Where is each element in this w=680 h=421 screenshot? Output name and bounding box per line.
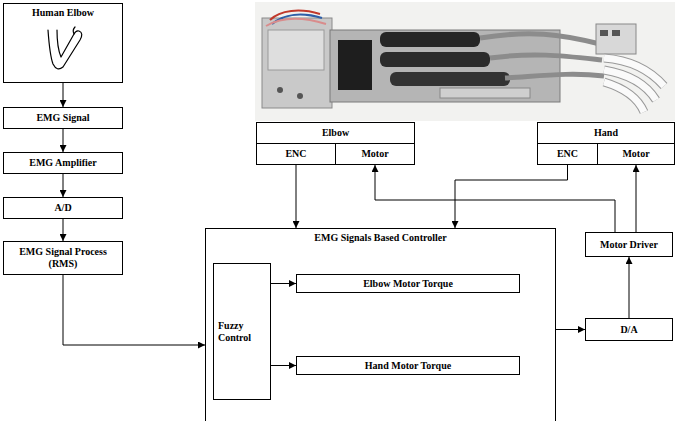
pin: [600, 30, 608, 36]
connector-arrow: [63, 275, 205, 345]
process-box: EMG Signal Process (RMS): [3, 241, 123, 275]
pin: [612, 30, 620, 36]
wire-pink: [266, 19, 326, 26]
text-wrap: EMG Signals Based Controller: [206, 232, 555, 244]
connector-arrow: [375, 165, 615, 232]
box-label: Elbow Motor Torque: [301, 278, 515, 290]
motor-box: Motor: [335, 143, 415, 165]
text-wrap: D/A: [586, 324, 672, 336]
bracket-plate: [268, 30, 324, 70]
box-label: EMG Amplifier: [8, 157, 118, 169]
hose: [505, 74, 604, 78]
text-wrap: Motor Driver: [586, 239, 672, 251]
torque-box: Elbow Motor Torque: [296, 274, 520, 293]
connector-arrow: [556, 329, 585, 330]
box-label: EMG Signal Process (RMS): [8, 246, 118, 270]
box-label: A/D: [8, 202, 118, 214]
text-wrap: ENC: [538, 148, 597, 160]
arm-sketch: [48, 27, 82, 69]
box-label: EMG Signal: [8, 112, 118, 124]
controller-box: EMG Signals Based ControllerFuzzy Contro…: [205, 228, 556, 421]
text-wrap: A/D: [4, 202, 122, 214]
elbow-motor: [338, 40, 372, 90]
box-label: ENC: [261, 148, 331, 160]
box-label: Human Elbow: [8, 7, 118, 19]
text-wrap: EMG Amplifier: [4, 157, 122, 169]
joint-header: Elbow: [256, 122, 415, 144]
arm-outline: [48, 30, 82, 69]
text-wrap: Elbow: [257, 127, 414, 139]
cylinder: [390, 72, 510, 86]
cylinder: [380, 52, 490, 67]
connector-arrow: [636, 165, 637, 232]
hand-stroke: [73, 27, 75, 34]
source-box: Human Elbow: [3, 3, 123, 83]
hose: [490, 55, 602, 60]
text-wrap: Fuzzy Control: [214, 320, 270, 344]
hose: [480, 34, 600, 44]
connector-arrow: [63, 219, 64, 241]
process-box: EMG Signal: [3, 107, 123, 129]
left-bracket: [262, 18, 332, 108]
connector-arrow: [271, 283, 296, 284]
process-box: A/D: [3, 197, 123, 219]
motor-box: Motor: [597, 143, 675, 165]
box-label: Motor Driver: [590, 239, 668, 251]
finger: [604, 82, 644, 112]
photo-ground: [255, 2, 675, 121]
connector-arrow: [63, 83, 64, 107]
cylinder: [380, 32, 480, 47]
screw: [277, 87, 283, 93]
text-wrap: Human Elbow: [4, 7, 122, 19]
finger-outline: [604, 82, 644, 112]
driver-box: Motor Driver: [585, 232, 673, 257]
box-label: ENC: [542, 148, 593, 160]
box-label: Elbow: [261, 127, 410, 139]
text-wrap: EMG Signal: [4, 112, 122, 124]
box-label: Fuzzy Control: [218, 320, 266, 344]
joint-header: Hand: [537, 122, 675, 144]
torque-box: Hand Motor Torque: [296, 356, 520, 375]
text-wrap: Hand Motor Torque: [297, 360, 519, 372]
encoder-box: ENC: [537, 143, 598, 165]
connector-arrow: [296, 165, 297, 228]
connector-arrow: [455, 165, 568, 228]
text-wrap: ENC: [257, 148, 335, 160]
box-label: Hand Motor Torque: [301, 360, 515, 372]
fuzzy-box: Fuzzy Control: [213, 263, 271, 400]
box-label: EMG Signals Based Controller: [210, 232, 551, 244]
text-wrap: Motor: [598, 148, 674, 160]
process-box: EMG Amplifier: [3, 152, 123, 174]
text-wrap: Elbow Motor Torque: [297, 278, 519, 290]
encoder-box: ENC: [256, 143, 336, 165]
box-label: D/A: [590, 324, 668, 336]
converter-box: D/A: [585, 318, 673, 341]
connector-arrow: [63, 129, 64, 152]
text-wrap: EMG Signal Process (RMS): [4, 246, 122, 270]
connector-arrow: [271, 365, 296, 366]
connector-arrow: [63, 174, 64, 197]
box-label: Motor: [602, 148, 670, 160]
box-label: Motor: [340, 148, 410, 160]
connector-arrow: [629, 257, 630, 318]
box-label: Hand: [542, 127, 670, 139]
frame: [330, 30, 560, 102]
device-photo: [255, 2, 675, 121]
text-wrap: Motor: [336, 148, 414, 160]
hand-bracket: [596, 24, 636, 54]
rail: [440, 88, 530, 98]
screw: [297, 93, 303, 99]
text-wrap: Hand: [538, 127, 674, 139]
